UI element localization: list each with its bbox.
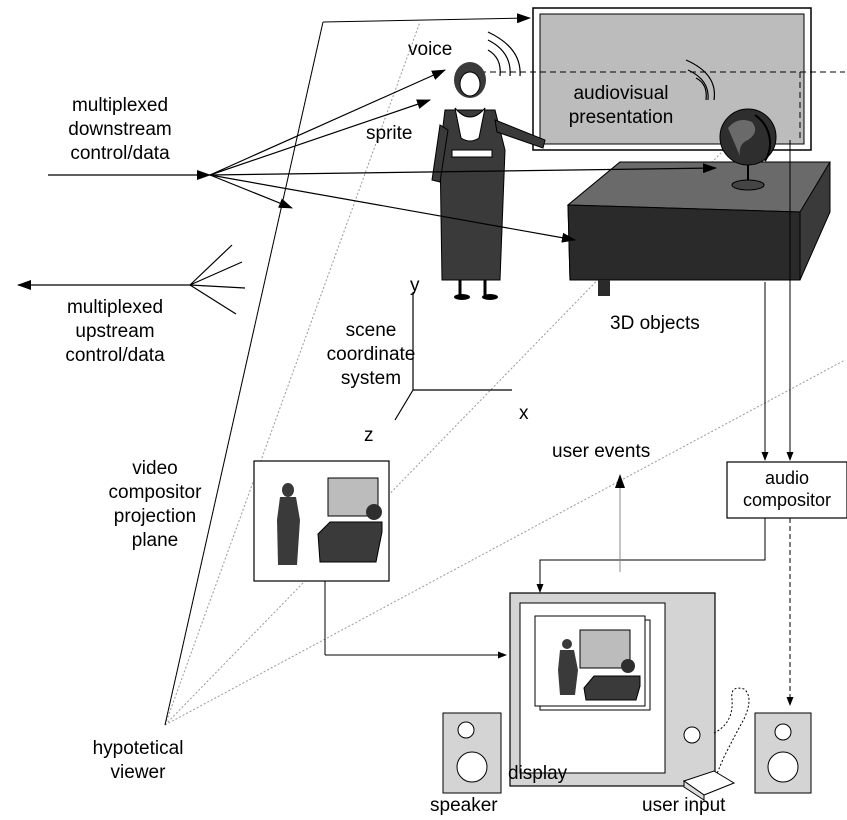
ac-line-1: audio	[764, 468, 810, 488]
display-label: display	[508, 763, 568, 784]
plane-to-display-arrow	[324, 581, 507, 659]
scene-coordinate-system-label: scene coordinate system	[326, 319, 416, 391]
objects-to-audio-compositor	[761, 140, 794, 461]
video-compositor-projection-plane-label: video compositor projection plane	[100, 457, 210, 553]
vcpp-line-4: plane	[131, 530, 179, 551]
left-speaker	[442, 712, 502, 794]
sprite-label: sprite	[366, 123, 413, 144]
hypothetical-viewer-label: hypotetical viewer	[78, 737, 198, 785]
right-speaker	[754, 712, 812, 794]
voice-waves	[487, 31, 716, 101]
user-events-label: user events	[552, 441, 651, 462]
globe-icon	[719, 108, 777, 191]
vcpp-line-3: projection	[113, 506, 197, 527]
downstream-line-1: multiplexed	[71, 95, 169, 116]
axis-x-label: x	[519, 403, 529, 424]
downstream-line-3: control/data	[70, 143, 170, 164]
viewer-projection-lines-solid	[164, 13, 531, 726]
audiovisual-presentation-label: audiovisual presentation	[556, 82, 686, 130]
av-line-2: presentation	[568, 107, 674, 128]
projection-plane	[253, 460, 390, 582]
user-input-device	[682, 687, 750, 801]
scs-line-3: system	[340, 368, 402, 389]
audio-compositor-label: audio compositor	[727, 467, 847, 511]
hv-line-2: viewer	[110, 762, 166, 783]
scs-line-2: coordinate	[326, 344, 416, 365]
coordinate-axes	[394, 292, 512, 421]
presentation-screen	[480, 7, 845, 151]
axis-z-label: z	[364, 425, 374, 446]
scs-line-1: scene	[345, 320, 397, 341]
hv-line-1: hypotetical	[92, 738, 184, 759]
speaker-label: speaker	[430, 795, 498, 816]
upstream-label: multiplexed upstream control/data	[35, 296, 195, 368]
upstream-line-2: upstream	[75, 321, 155, 342]
downstream-label: multiplexed downstream control/data	[40, 94, 200, 166]
3d-objects-label: 3D objects	[610, 313, 700, 334]
upstream-arrows	[17, 244, 246, 315]
audio-compositor-box	[726, 461, 847, 519]
vcpp-line-1: video	[132, 458, 178, 479]
display-monitor	[509, 592, 716, 787]
vcpp-line-2: compositor	[108, 482, 202, 503]
axis-y-label: y	[410, 275, 420, 296]
desk-3d-object	[566, 161, 831, 296]
sprite-presenter	[431, 62, 546, 300]
upstream-line-1: multiplexed	[66, 297, 164, 318]
ac-line-2: compositor	[742, 490, 832, 510]
user-input-label: user input	[642, 795, 726, 816]
downstream-arrows	[48, 69, 717, 243]
voice-label: voice	[408, 39, 453, 60]
upstream-line-3: control/data	[65, 345, 165, 366]
downstream-line-2: downstream	[68, 119, 172, 140]
audio-compositor-outputs	[536, 518, 794, 706]
av-line-1: audiovisual	[573, 83, 669, 104]
